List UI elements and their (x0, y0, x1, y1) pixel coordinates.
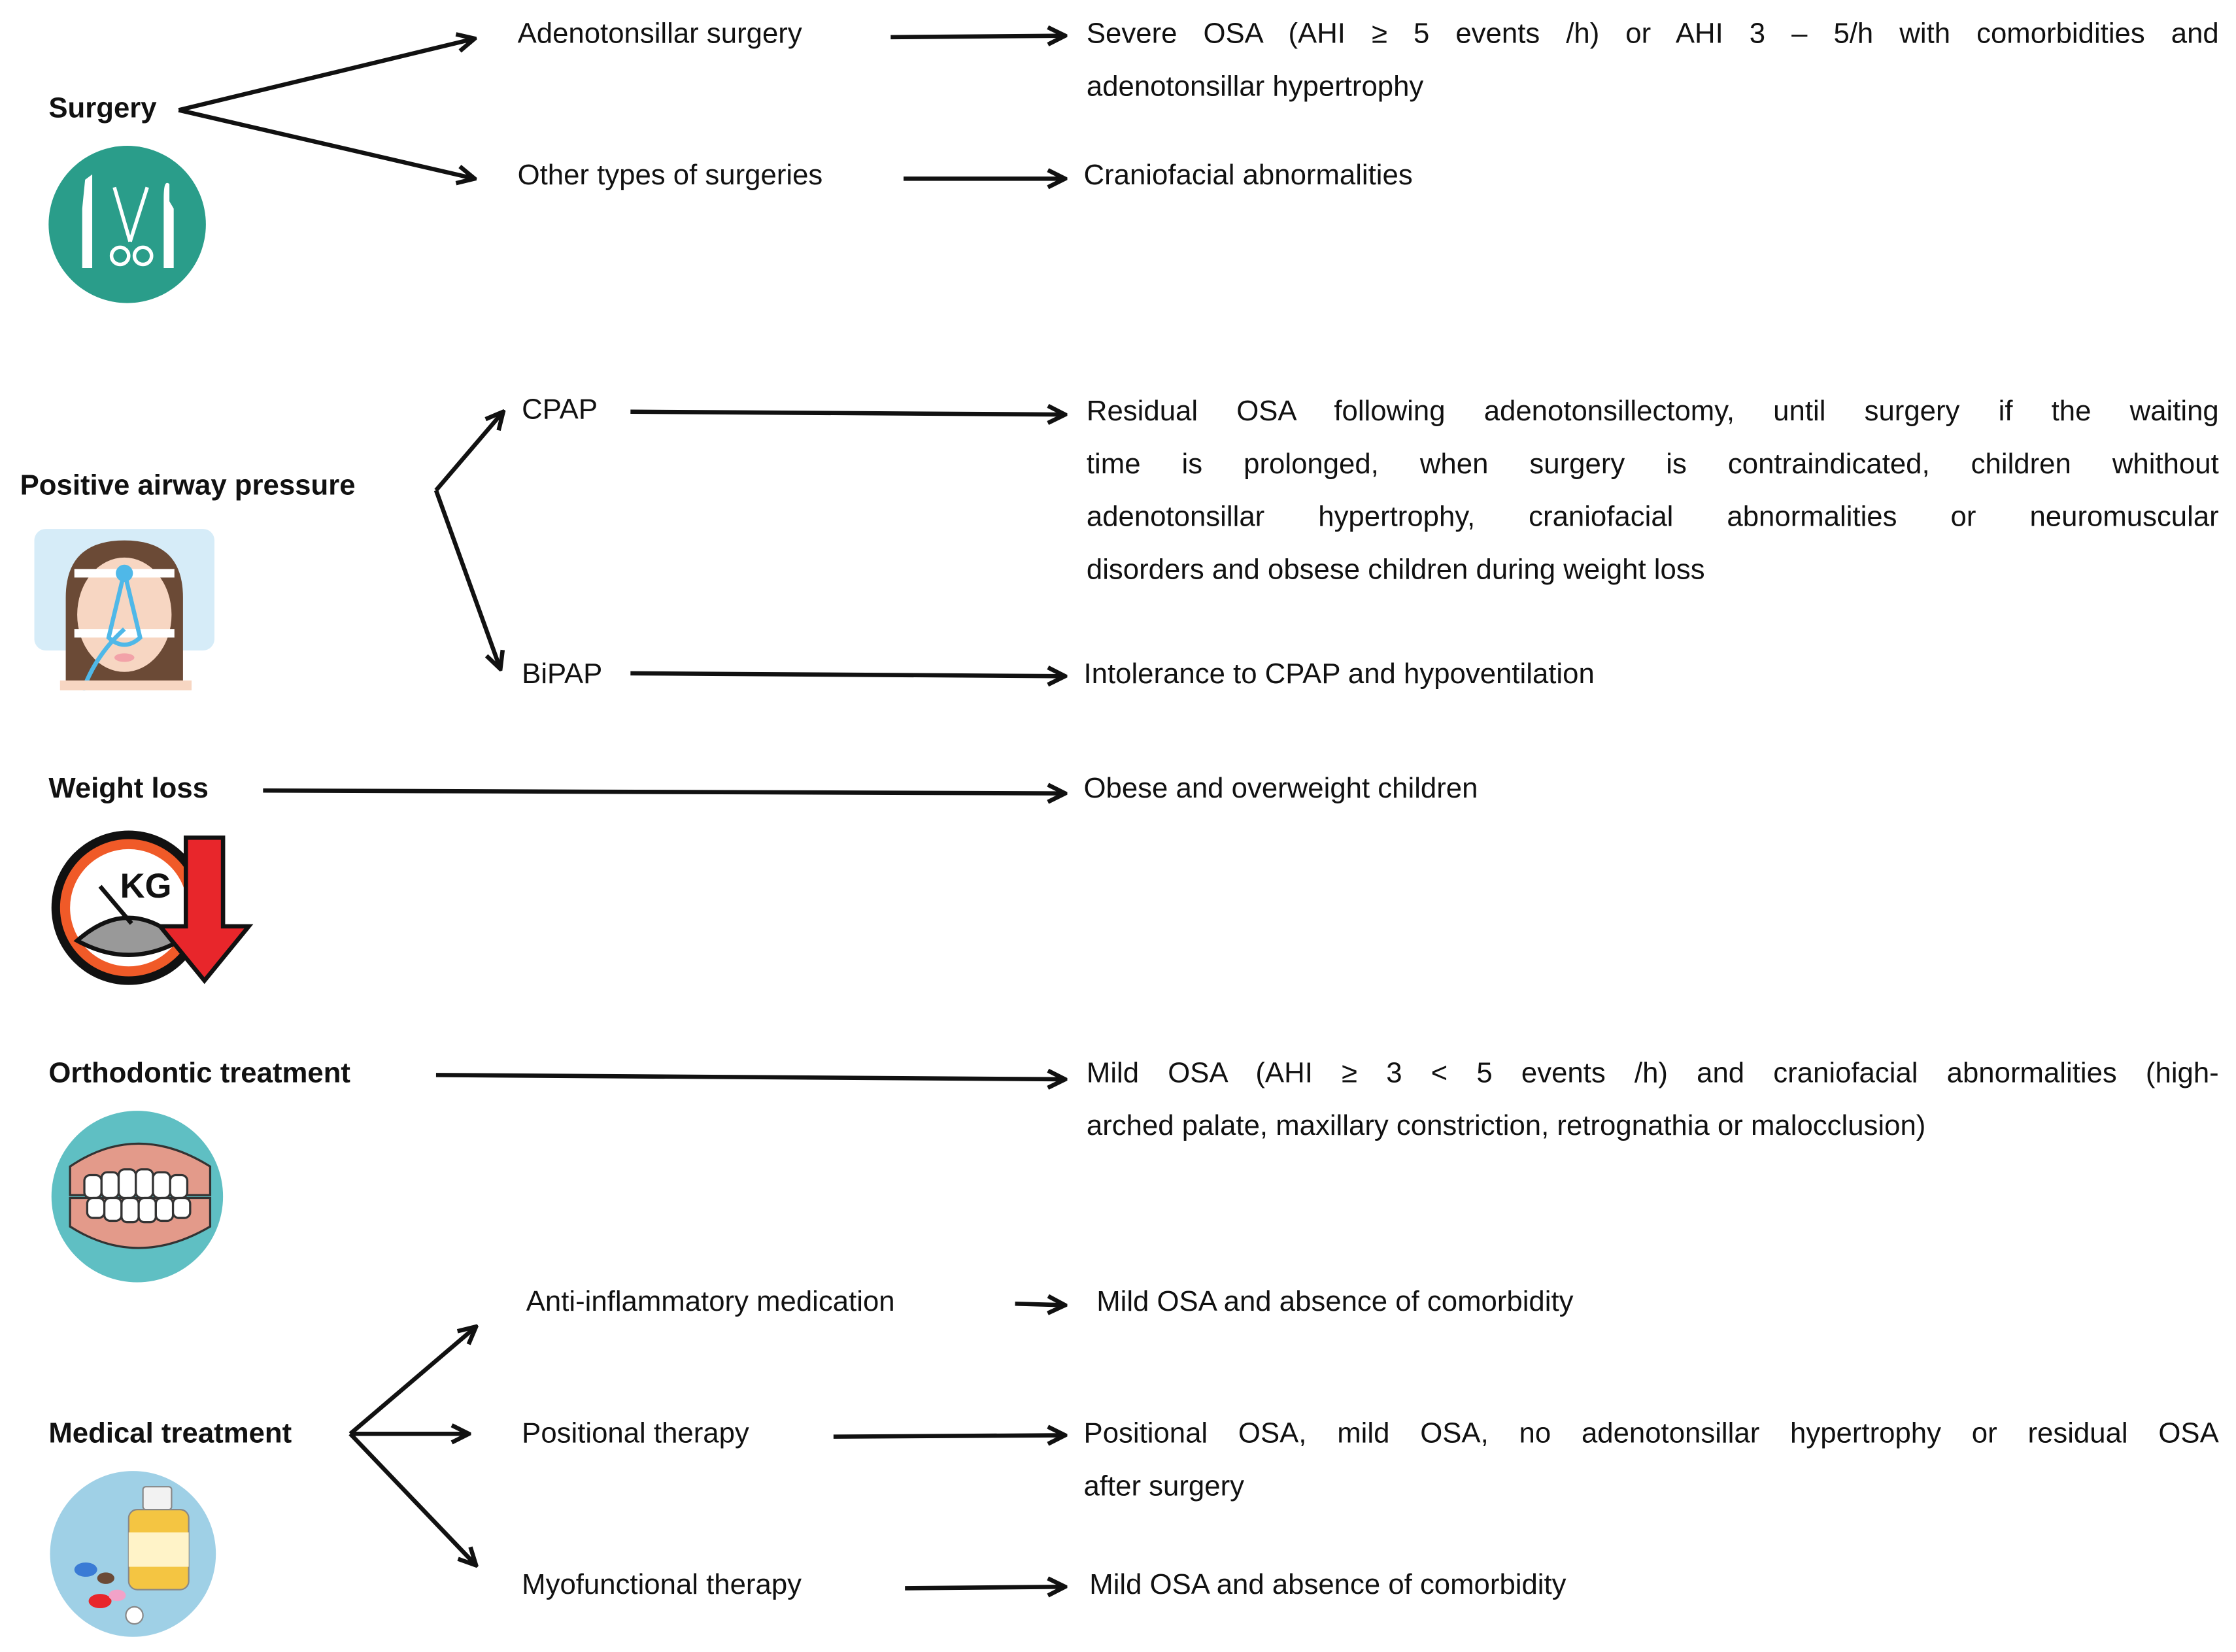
branch-arrow (178, 39, 475, 112)
option-cpap: CPAP (522, 394, 598, 426)
category-weight-loss: Weight loss (48, 773, 209, 805)
indication-anti-inflammatory: Mild OSA and absence of comorbidity (1096, 1287, 1574, 1319)
indication-bipap: Intolerance to CPAP and hypoventilation (1083, 659, 1595, 691)
branch-arrow (348, 1432, 476, 1565)
branch-arrow (434, 412, 503, 492)
indication-line: Mild OSA (AHI ≥ 3 < 5 events /h) and cra… (1086, 1058, 2219, 1090)
arrow (890, 36, 1065, 37)
svg-text:KG: KG (120, 867, 172, 905)
arrow (630, 673, 1065, 676)
indication-cpap: Residual OSA following adenotonsillectom… (1087, 386, 2219, 598)
medication-icon (50, 1471, 216, 1637)
indication-adenotonsillar-surgery: Severe OSA (AHI ≥ 5 events /h) or AHI 3 … (1087, 8, 2219, 114)
arrow (833, 1435, 1065, 1436)
indication-other-surgeries: Craniofacial abnormalities (1083, 160, 1413, 192)
indication-weight-loss: Obese and overweight children (1083, 773, 1478, 805)
indication-line: disorders and obsese children during wei… (1086, 554, 1705, 586)
weight-scale-down-arrow-icon: KG (51, 830, 254, 985)
indication-myofunctional-therapy: Mild OSA and absence of comorbidity (1089, 1569, 1567, 1602)
indication-line: time is prolonged, when surgery is contr… (1086, 448, 2219, 480)
indication-line: arched palate, maxillary constriction, r… (1086, 1111, 1926, 1143)
category-positive-airway-pressure: Positive airway pressure (20, 470, 356, 502)
teeth-icon (51, 1111, 224, 1283)
category-surgery: Surgery (48, 93, 157, 125)
arrow (263, 790, 1065, 793)
option-bipap: BiPAP (522, 659, 603, 691)
arrow (435, 1075, 1065, 1079)
surgical-instruments-icon (48, 146, 206, 303)
option-myofunctional-therapy: Myofunctional therapy (522, 1569, 802, 1602)
arrow (1015, 1304, 1066, 1305)
option-adenotonsillar-surgery: Adenotonsillar surgery (517, 18, 802, 50)
category-orthodontic-treatment: Orthodontic treatment (48, 1058, 351, 1090)
indication-line: Residual OSA following adenotonsillectom… (1086, 396, 2219, 428)
arrow (905, 1587, 1065, 1588)
branch-arrow (178, 108, 475, 178)
indication-line: after surgery (1083, 1471, 1245, 1503)
indication-line: Severe OSA (AHI ≥ 5 events /h) or AHI 3 … (1086, 18, 2219, 50)
option-positional-therapy: Positional therapy (522, 1418, 749, 1450)
indication-positional-therapy: Positional OSA, mild OSA, no adenotonsil… (1084, 1408, 2219, 1514)
indication-orthodontic: Mild OSA (AHI ≥ 3 < 5 events /h) and cra… (1087, 1048, 2219, 1154)
indication-line: adenotonsillar hypertrophy, craniofacial… (1086, 501, 2219, 533)
arrow (630, 412, 1065, 414)
cpap-mask-patient-icon (34, 529, 215, 691)
option-anti-inflammatory: Anti-inflammatory medication (526, 1287, 895, 1319)
option-other-surgeries: Other types of surgeries (517, 160, 823, 192)
branch-arrow (433, 489, 500, 669)
category-medical-treatment: Medical treatment (48, 1418, 292, 1450)
indication-line: adenotonsillar hypertrophy (1086, 71, 1424, 103)
branch-arrow (348, 1326, 476, 1436)
indication-line: Positional OSA, mild OSA, no adenotonsil… (1083, 1418, 2219, 1450)
